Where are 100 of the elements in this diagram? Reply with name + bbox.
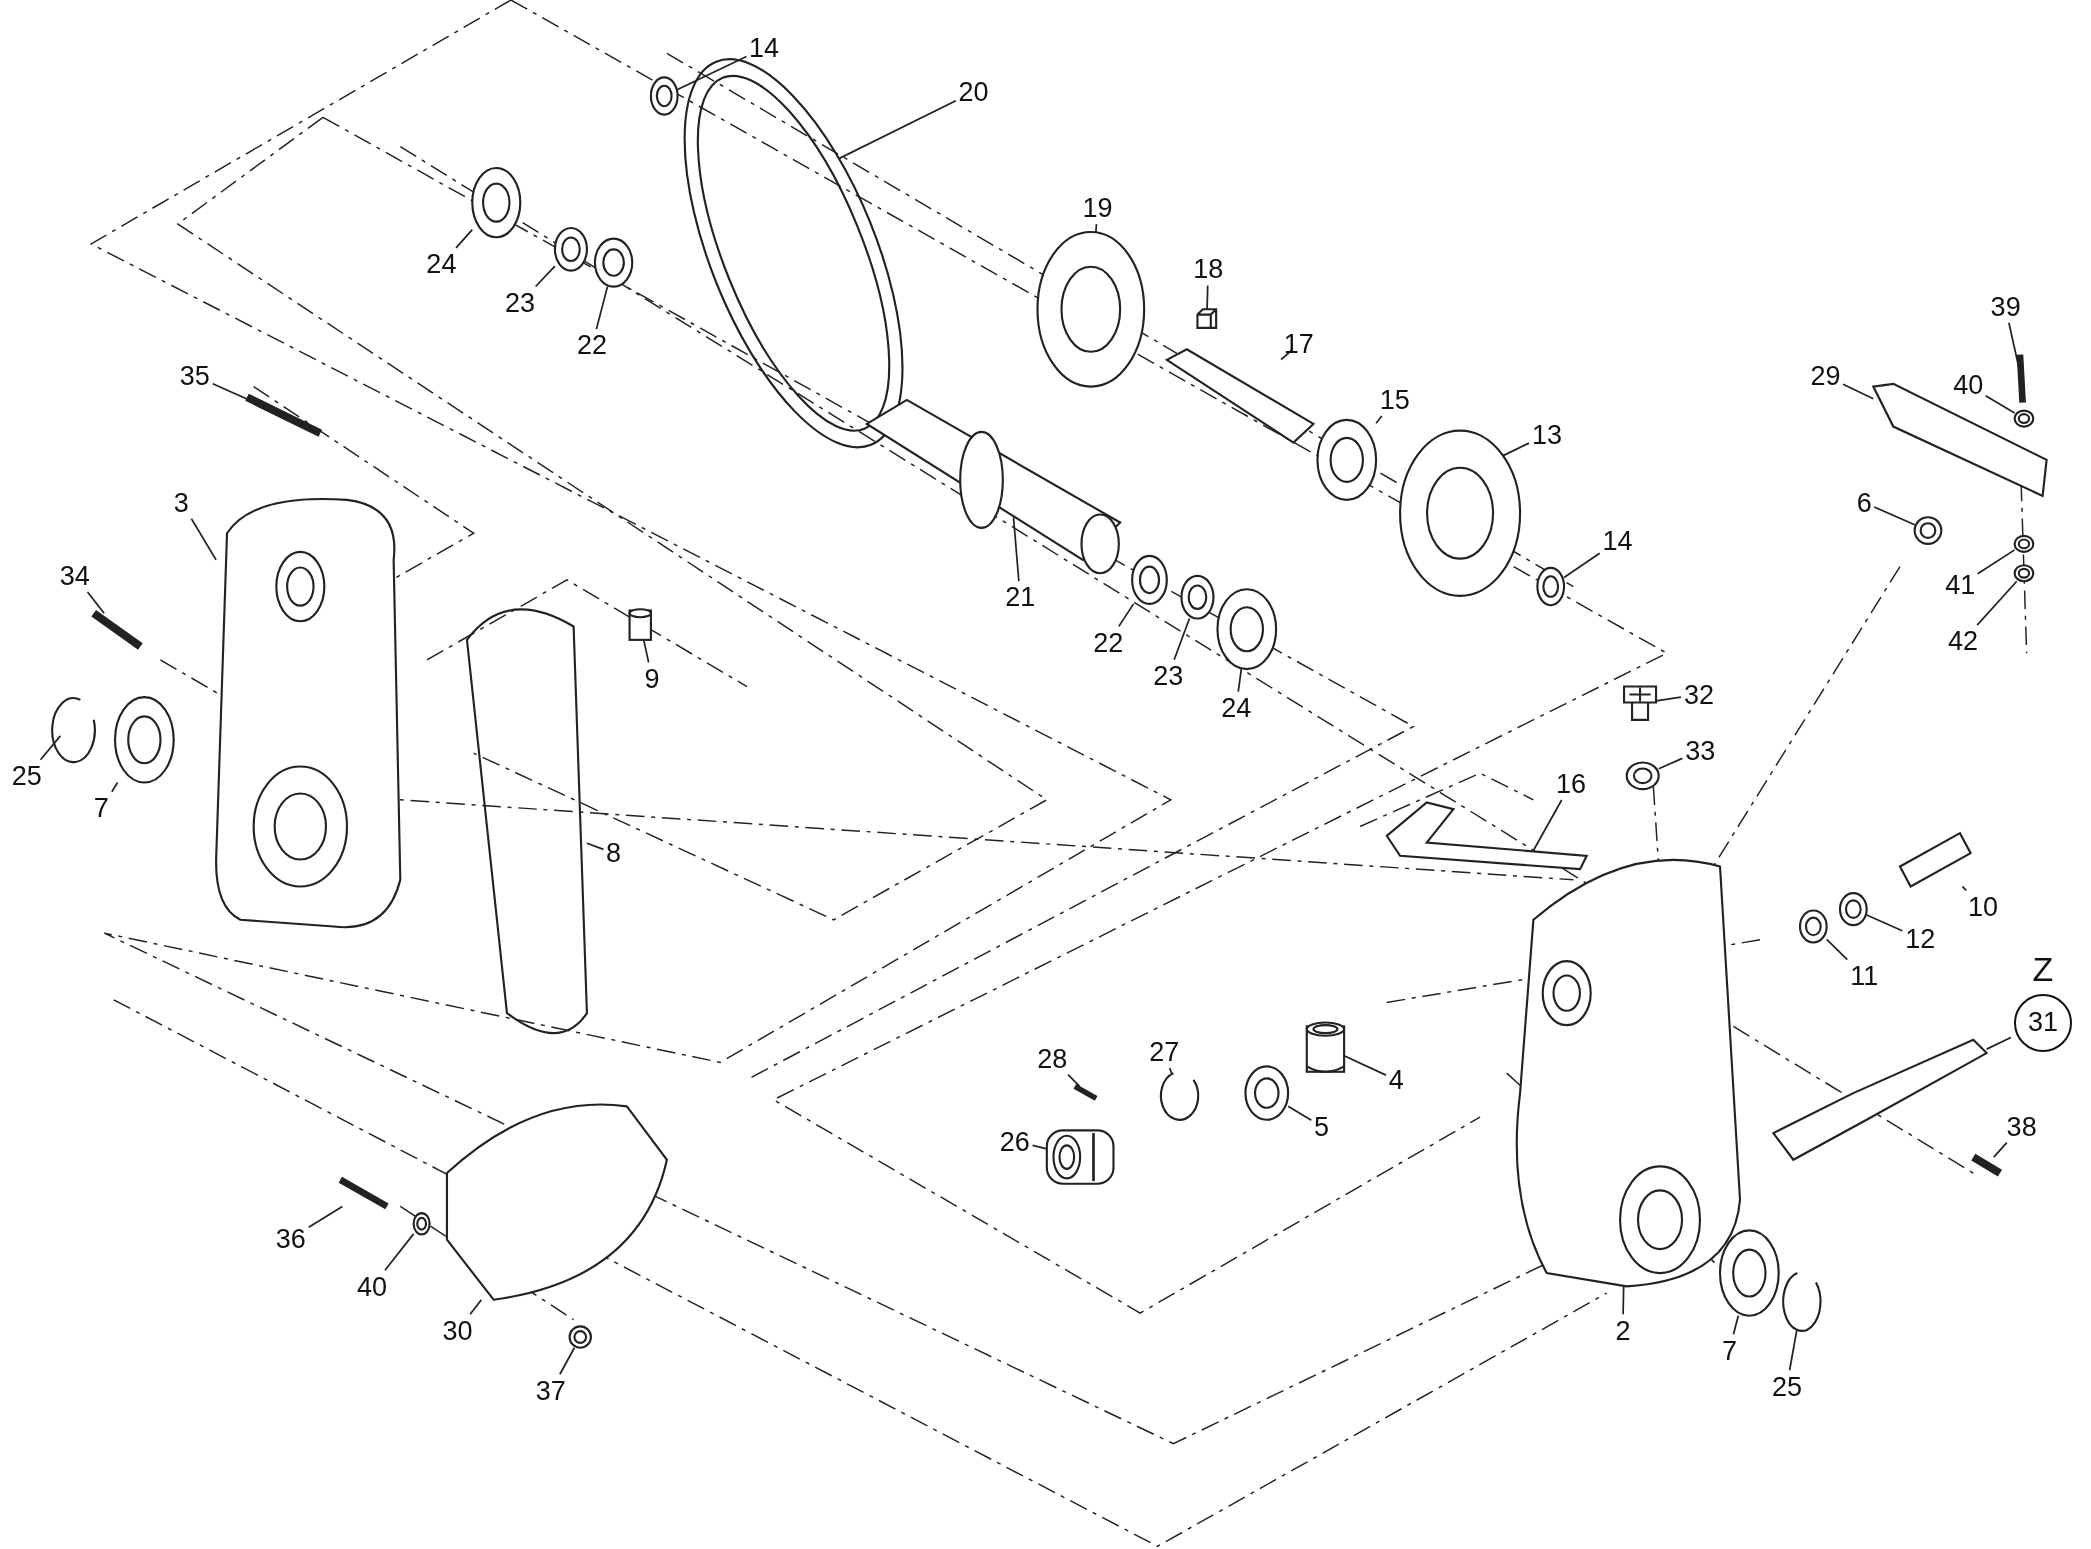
key-drawing	[1196, 308, 1218, 329]
bolt-drawing	[2016, 354, 2026, 403]
callout-number: 39	[1990, 293, 2021, 321]
callout-number: 35	[179, 362, 210, 390]
leader-line	[1788, 1329, 1798, 1372]
callout-number: 23	[1153, 662, 1184, 690]
view-letter: Z	[2032, 952, 2054, 987]
clutch-drawing	[1316, 418, 1378, 501]
callout-number: 29	[1810, 362, 1841, 390]
washer-drawing	[412, 1212, 431, 1236]
leader-line	[1287, 1105, 1313, 1122]
leader-line	[1732, 1314, 1740, 1336]
callout-number: 12	[1905, 925, 1936, 953]
leader-line	[110, 781, 119, 793]
callout-number: 41	[1945, 571, 1976, 599]
leader-line	[455, 228, 474, 249]
leader-line	[1173, 617, 1191, 661]
leader-line	[1206, 284, 1209, 311]
leader-line	[39, 734, 62, 761]
screw-drawing	[1971, 1153, 2002, 1177]
chain-drawing	[683, 58, 904, 449]
callout-number: 4	[1388, 1066, 1404, 1094]
callout-number: 2	[1615, 1317, 1631, 1345]
circlip-drawing	[1782, 1272, 1822, 1332]
washer-drawing	[471, 166, 522, 239]
bushing-drawing	[1305, 1021, 1346, 1073]
leader-line	[1984, 394, 2016, 414]
leader-line	[1117, 603, 1135, 628]
leader-line	[1825, 938, 1849, 961]
leader-line	[1865, 914, 1904, 932]
leader-line	[559, 1346, 576, 1376]
leader-line	[586, 842, 605, 851]
washer-drawing	[649, 76, 679, 116]
leader-line	[1168, 1067, 1173, 1074]
leader-line	[1501, 442, 1530, 457]
leader-line	[676, 55, 748, 91]
callout-number: 22	[577, 331, 608, 359]
leader-line	[1842, 383, 1875, 400]
leader-line	[469, 1298, 483, 1316]
callout-number: 40	[1953, 371, 1984, 399]
callout-number: 11	[1850, 962, 1879, 990]
leader-line	[1563, 552, 1601, 579]
washer-drawing	[1625, 761, 1660, 791]
bracket-drawing	[1771, 1038, 1989, 1162]
callout-number: 36	[275, 1225, 306, 1253]
gasket-drawing	[465, 608, 588, 1035]
callout-number: 16	[1555, 770, 1586, 798]
leader-line	[1961, 885, 1968, 892]
leader-line	[190, 517, 217, 561]
bolt-drawing	[245, 393, 323, 437]
leader-line	[1873, 506, 1916, 526]
leader-line	[1657, 757, 1684, 770]
callout-number: 20	[958, 78, 989, 106]
callout-number: 14	[1602, 527, 1633, 555]
callout-number: 42	[1947, 627, 1978, 655]
callout-number: 3	[173, 489, 189, 517]
leader-line	[1237, 668, 1243, 693]
callout-number: 15	[1379, 386, 1410, 414]
housing-drawing	[1515, 858, 1742, 1288]
leader-line	[1375, 415, 1383, 425]
callout-number: 10	[1967, 893, 1998, 921]
pin-drawing	[1073, 1084, 1098, 1101]
leader-line	[307, 1205, 344, 1229]
sprocket-drawing	[1036, 230, 1146, 388]
callout-number: 33	[1685, 737, 1716, 765]
callout-number: 7	[1722, 1337, 1738, 1365]
housing-drawing	[215, 497, 402, 929]
leader-line	[1622, 1285, 1625, 1316]
callout-number: 40	[357, 1273, 388, 1301]
leader-line	[1976, 549, 2016, 575]
callout-number: 5	[1314, 1113, 1330, 1141]
seal-drawing	[1718, 1229, 1780, 1317]
callout-number: 8	[605, 839, 621, 867]
leader-line	[1031, 1144, 1048, 1150]
fork-drawing	[1385, 801, 1589, 871]
bushing-drawing	[628, 608, 652, 641]
leader-line	[1012, 516, 1020, 582]
callout-number: 30	[442, 1317, 473, 1345]
leader-line	[595, 285, 609, 330]
washer-drawing	[2013, 409, 2035, 428]
washer-drawing	[1838, 892, 1868, 927]
bolt-drawing	[338, 1176, 389, 1210]
leader-line	[1976, 580, 2018, 626]
washer-drawing	[553, 226, 588, 272]
callout-number: 31	[2014, 993, 2072, 1052]
seal-drawing	[113, 696, 175, 784]
leader-line	[384, 1233, 415, 1272]
bolt-drawing	[91, 609, 143, 650]
gear-drawing	[1399, 429, 1522, 597]
callout-number: 9	[644, 665, 660, 693]
bearing-drawing	[1131, 554, 1168, 605]
callout-number: 37	[535, 1377, 566, 1405]
plug-drawing	[1622, 685, 1658, 721]
leader-line	[1985, 1036, 2012, 1050]
callout-number: 24	[1221, 694, 1252, 722]
callout-number: 14	[749, 34, 780, 62]
leader-line	[1532, 799, 1563, 852]
pinion-shaft-drawing	[1898, 831, 1973, 888]
bearing-drawing	[593, 237, 634, 288]
washer-drawing	[1244, 1065, 1290, 1121]
